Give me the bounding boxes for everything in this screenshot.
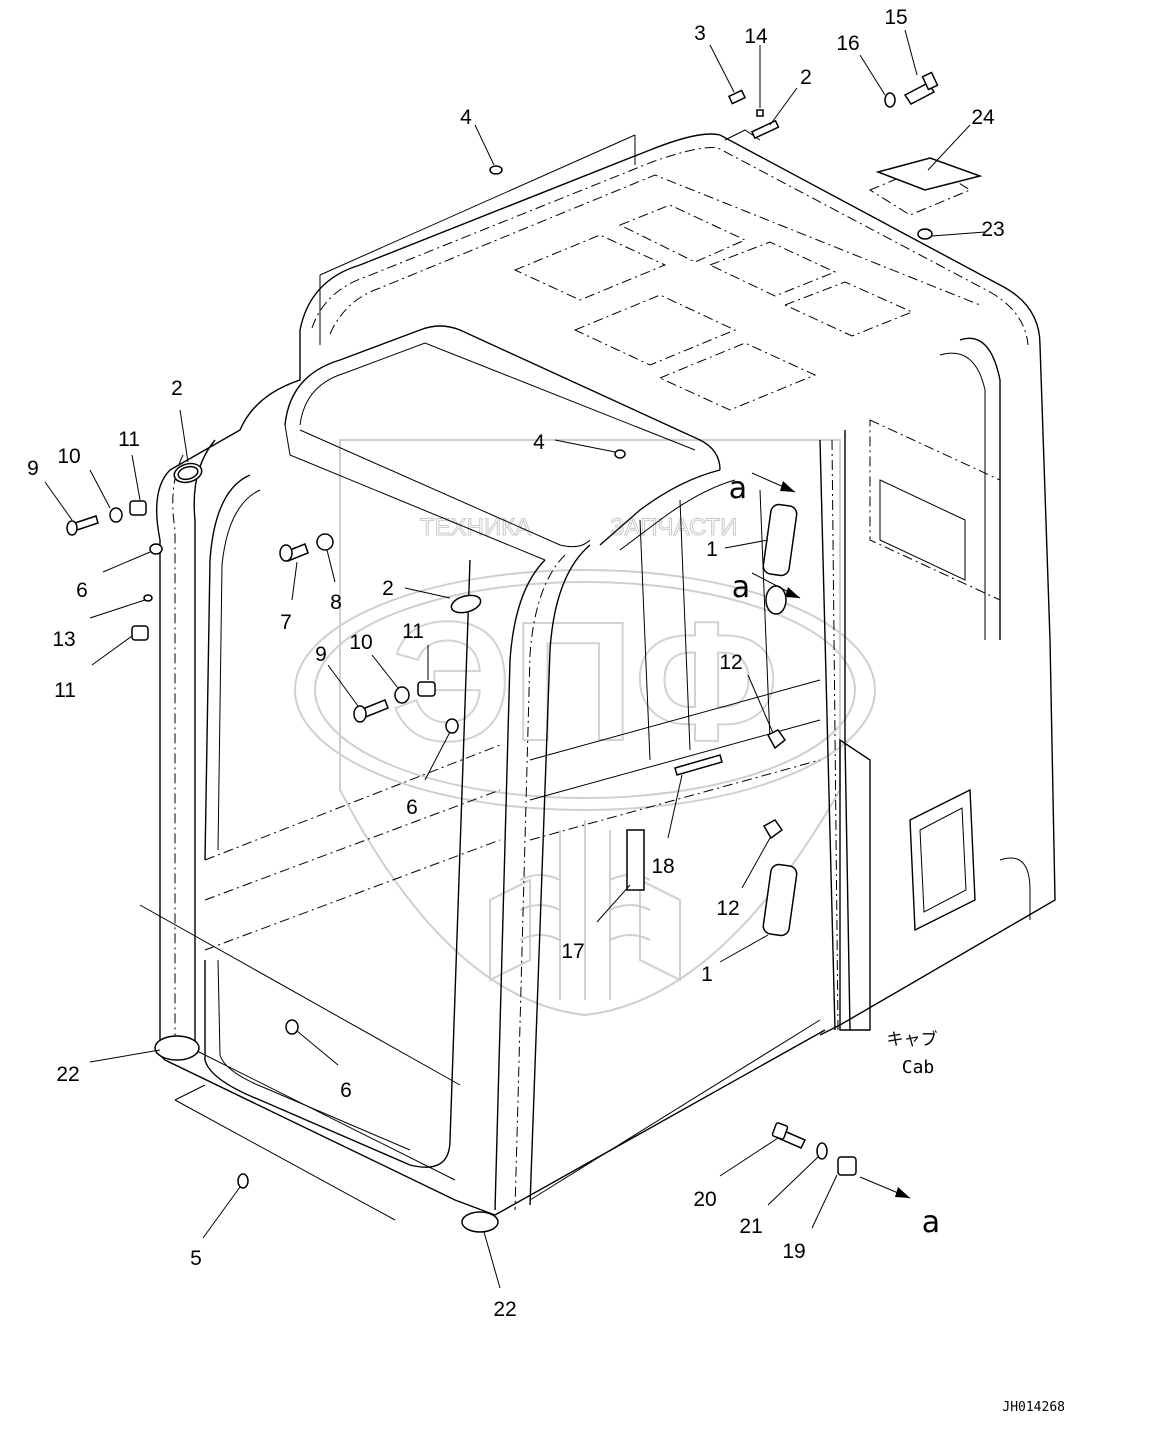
callout-c22a: 22 — [56, 1063, 79, 1086]
pin-14-part — [756, 109, 764, 117]
nut-11b-part — [417, 681, 436, 697]
plug-6c-part — [285, 1019, 299, 1035]
nut-19-part — [837, 1156, 857, 1176]
watermark: ТЕХНИКА ЗАПЧАСТИ ЭПФ — [294, 439, 876, 1017]
callout-c9a: 9 — [27, 457, 39, 480]
nut-11c-part — [131, 625, 149, 641]
clip-12a-part — [766, 729, 787, 750]
spring-3-part — [727, 89, 747, 105]
callout-c3: 3 — [694, 22, 706, 45]
callout-c11c: 11 — [54, 679, 76, 702]
callout-c1a: 1 — [706, 538, 718, 561]
callout-c1b: 1 — [701, 963, 713, 986]
strip-17-part — [626, 829, 645, 891]
washer-21-part — [816, 1142, 828, 1160]
seal-2c-part — [450, 594, 482, 614]
callout-c2b: 2 — [171, 377, 183, 400]
marker-a1: a — [729, 471, 747, 506]
washer-8-part — [316, 533, 334, 551]
clip-12b-part — [762, 819, 784, 840]
watermark-right-text: ЗАПЧАСТИ — [610, 514, 737, 541]
callout-c23: 23 — [981, 218, 1004, 241]
plug-5-part — [237, 1173, 249, 1189]
plug-4b-part — [614, 449, 626, 459]
plate-1a-part — [762, 503, 798, 577]
sheet-24-part — [875, 157, 983, 191]
callout-c6b: 6 — [406, 796, 418, 819]
watermark-logo: ЭПФ — [391, 587, 779, 777]
plug-6a-part — [149, 543, 163, 555]
callout-c19: 19 — [782, 1240, 805, 1263]
callout-c20: 20 — [693, 1188, 716, 1211]
callout-c5: 5 — [190, 1247, 202, 1270]
callout-c10b: 10 — [349, 631, 372, 654]
callout-c24: 24 — [971, 106, 995, 129]
callout-c2a: 2 — [800, 66, 812, 89]
watermark-left-text: ТЕХНИКА — [420, 514, 531, 541]
callout-c14: 14 — [744, 25, 768, 48]
strip-18-part — [674, 754, 723, 776]
callout-c10a: 10 — [57, 445, 80, 468]
washer-10a-part — [109, 507, 123, 523]
reference-markers: a a a — [729, 471, 940, 1240]
marker-a3: a — [922, 1205, 940, 1240]
callout-c8: 8 — [330, 591, 342, 614]
cab-frame — [139, 129, 1056, 1221]
callout-c17: 17 — [561, 940, 584, 963]
cap-22a-part — [154, 1035, 200, 1061]
callout-c2c: 2 — [382, 577, 394, 600]
callout-c15: 15 — [884, 6, 907, 29]
plug-6b-part — [445, 718, 459, 734]
nut-11a-part — [129, 500, 147, 516]
callout-c9b: 9 — [315, 643, 327, 666]
callout-c12b: 12 — [716, 897, 739, 920]
plug-4a-part — [489, 165, 503, 175]
pin-13-part — [143, 594, 153, 602]
bolt-15-part — [903, 82, 936, 105]
marker-a2: a — [732, 570, 750, 605]
parts — [66, 71, 983, 1233]
cab-label-english: Cab — [902, 1057, 935, 1078]
drawing-code: JH014268 — [1002, 1400, 1065, 1415]
cap-22b-part — [461, 1211, 499, 1233]
callout-c16: 16 — [836, 32, 859, 55]
plate-1b-part — [762, 863, 798, 937]
washer-16-part — [884, 92, 896, 108]
cap-23-part — [917, 228, 933, 240]
callout-c4b: 4 — [533, 431, 545, 454]
callout-c22b: 22 — [493, 1298, 516, 1321]
cab-label-japanese: キャブ — [887, 1029, 938, 1050]
spring-2-part — [750, 119, 780, 140]
leader-lines — [44, 29, 986, 1289]
callout-c18: 18 — [651, 855, 674, 878]
washer-10b-part — [394, 686, 410, 704]
callout-c21: 21 — [739, 1215, 762, 1238]
callout-c11b: 11 — [402, 620, 424, 643]
callout-c6a: 6 — [76, 579, 88, 602]
callout-c6c: 6 — [340, 1079, 352, 1102]
grommet-part — [765, 585, 787, 615]
callout-c12a: 12 — [719, 651, 742, 674]
callout-c4a: 4 — [460, 106, 472, 129]
callout-c13: 13 — [52, 628, 75, 651]
a-arrows — [751, 472, 911, 1199]
callout-c7: 7 — [280, 611, 292, 634]
callout-c11a: 11 — [118, 428, 140, 451]
